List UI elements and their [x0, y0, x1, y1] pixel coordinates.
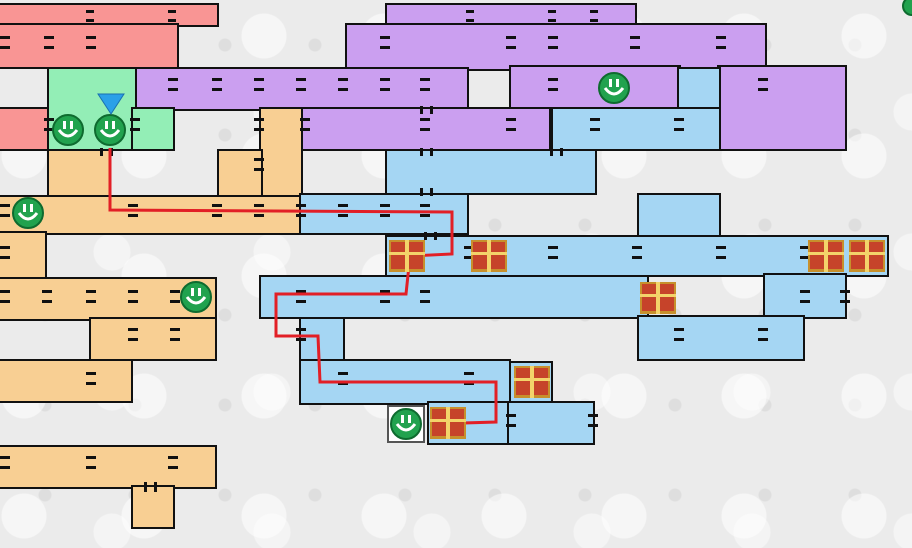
doors — [0, 10, 850, 492]
zone-purple — [129, 3, 847, 151]
treasure-chest-icon[interactable] — [640, 282, 676, 314]
smiley-save-icon[interactable] — [94, 114, 126, 146]
smiley-save-icon-selected[interactable] — [387, 405, 425, 443]
smiley-save-icon[interactable] — [52, 114, 84, 146]
treasure-chest-icon[interactable] — [808, 240, 844, 272]
smiley-save-icon[interactable] — [902, 0, 912, 16]
treasure-chests — [389, 240, 885, 439]
treasure-chest-icon[interactable] — [430, 407, 466, 439]
treasure-chest-icon[interactable] — [389, 240, 425, 272]
smiley-save-icon[interactable] — [180, 281, 212, 313]
down-triangle-icon — [97, 93, 125, 115]
treasure-chest-icon[interactable] — [849, 240, 885, 272]
treasure-chest-icon[interactable] — [471, 240, 507, 272]
route-path — [108, 148, 498, 426]
save-points — [12, 0, 912, 443]
smiley-save-icon[interactable] — [12, 197, 44, 229]
smiley-save-icon[interactable] — [598, 72, 630, 104]
treasure-chest-icon[interactable] — [514, 366, 550, 398]
